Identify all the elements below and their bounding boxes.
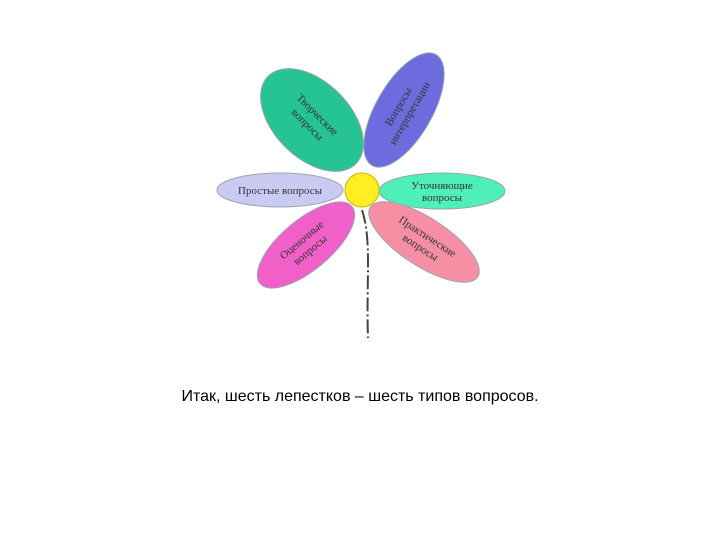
flower-center [344,172,380,208]
petal-interpretation-questions: Вопросы интерпретации [363,52,445,168]
slide-caption: Итак, шесть лепестков – шесть типов вопр… [181,388,539,405]
chamomile-diagram: Творческие вопросы Вопросы интерпретации… [216,52,506,339]
flower-stem [361,209,369,339]
petal-creative-shape [260,68,364,172]
petal-evaluative-shape [256,201,356,289]
petal-clarifying-questions: Уточняющие вопросы [378,172,506,210]
petal-creative-questions: Творческие вопросы [260,68,364,172]
petal-simple-questions: Простые вопросы [216,172,344,208]
petal-interpretation-shape [363,52,445,168]
petal-clarifying-label-2: вопросы [422,192,463,204]
petal-clarifying-label-1: Уточняющие [411,180,473,192]
petal-simple-label: Простые вопросы [238,185,323,197]
petal-simple-shape [216,172,344,208]
petal-practical-shape [368,201,480,283]
petal-practical-questions: Практические вопросы [368,201,480,283]
petal-evaluative-questions: Оценочные вопросы [256,201,356,289]
